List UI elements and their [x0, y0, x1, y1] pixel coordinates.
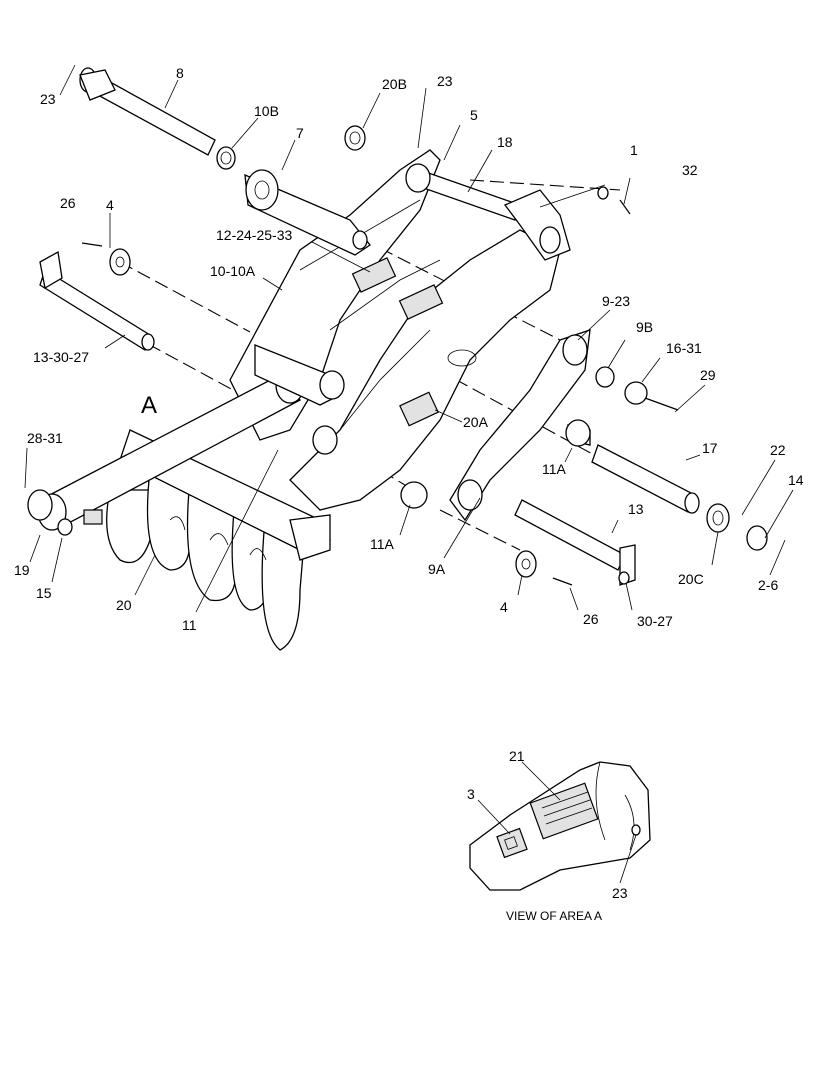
- callout-32: 32: [682, 162, 698, 178]
- inset-view-area-a: 21 3 23 VIEW OF AREA A: [467, 748, 651, 923]
- callout-13-30-27: 13-30-27: [33, 349, 89, 365]
- shaft-8: [79, 67, 216, 156]
- callout-labels: 23 8 10B 7 20B 23 5 18 1 32 26 4 12-24-2…: [14, 65, 804, 633]
- callout-23: 23: [40, 91, 56, 107]
- callout-20: 20: [116, 597, 132, 613]
- callout-1: 1: [630, 142, 638, 158]
- callout-20c: 20C: [678, 571, 704, 587]
- callout-4: 4: [106, 197, 114, 213]
- pin-18: [405, 163, 571, 261]
- callout-23: 23: [437, 73, 453, 89]
- callout-18: 18: [497, 134, 513, 150]
- callout-19: 19: [14, 562, 30, 578]
- callout-16-31: 16-31: [666, 340, 702, 356]
- callout-4: 4: [500, 599, 508, 615]
- callout-14: 14: [788, 472, 804, 488]
- callout-5: 5: [470, 107, 478, 123]
- callout-29: 29: [700, 367, 716, 383]
- shaft-13-left: [39, 250, 155, 351]
- inset-callout-3: 3: [467, 786, 475, 802]
- callout-17: 17: [702, 440, 718, 456]
- callout-area-a: A: [141, 392, 157, 419]
- callout-13: 13: [628, 501, 644, 517]
- inset-caption: VIEW OF AREA A: [506, 909, 602, 923]
- callout-26: 26: [60, 195, 76, 211]
- callout-9-23: 9-23: [602, 293, 630, 309]
- callout-12-24-25-33: 12-24-25-33: [216, 227, 292, 243]
- ripper-shanks: [106, 469, 306, 651]
- callout-20a: 20A: [463, 414, 489, 430]
- inset-callout-21: 21: [509, 748, 525, 764]
- link-arm-9: [449, 329, 591, 522]
- link-7: [244, 169, 371, 256]
- callout-9b: 9B: [636, 319, 653, 335]
- assembly-drawing: [24, 64, 794, 651]
- callout-7: 7: [296, 125, 304, 141]
- leader-lines: [24, 64, 794, 613]
- callout-26: 26: [583, 611, 599, 627]
- callout-28-31: 28-31: [27, 430, 63, 446]
- callout-20b: 20B: [382, 76, 407, 92]
- callout-11a: 11A: [542, 461, 567, 477]
- callout-10b: 10B: [254, 103, 279, 119]
- callout-22: 22: [770, 442, 786, 458]
- callout-10-10a: 10-10A: [210, 263, 256, 279]
- inset-callout-23: 23: [612, 885, 628, 901]
- shaft-13-right: [514, 499, 636, 586]
- callout-8: 8: [176, 65, 184, 81]
- callout-11: 11: [182, 617, 197, 633]
- callout-30-27: 30-27: [637, 613, 673, 629]
- callout-2-6: 2-6: [758, 577, 778, 593]
- callout-15: 15: [36, 585, 52, 601]
- callout-9a: 9A: [428, 561, 446, 577]
- callout-11a: 11A: [370, 536, 395, 552]
